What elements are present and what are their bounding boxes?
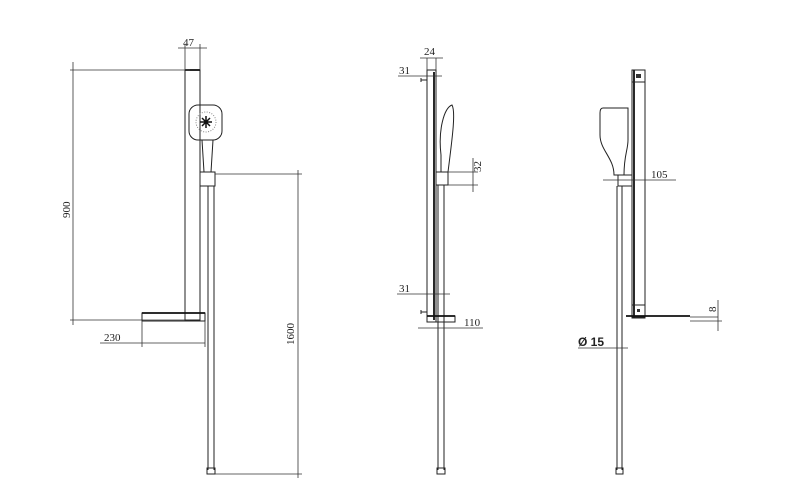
back-view: 105 8 Ø 15 xyxy=(578,69,722,475)
back-shower-head xyxy=(599,107,629,176)
side-view: 24 31 32 31 110 xyxy=(397,46,484,475)
dim-height: 900 xyxy=(61,201,73,218)
dim-holder: 32 xyxy=(472,161,484,172)
side-shower-head xyxy=(439,104,455,173)
dim-bottom-bracket: 31 xyxy=(399,283,410,295)
front-view: 47 900 1600 230 xyxy=(61,37,302,478)
side-holder xyxy=(435,171,449,186)
dim-hose-length: 1600 xyxy=(285,323,297,346)
back-holder xyxy=(617,174,633,187)
dim-hose-diameter: Ø 15 xyxy=(578,335,604,349)
dim-shelf-thickness: 8 xyxy=(707,306,719,312)
hand-shower-head xyxy=(188,104,223,141)
dim-shelf-width: 230 xyxy=(104,332,121,344)
dim-top-bracket: 31 xyxy=(399,65,410,77)
dim-shelf-depth: 110 xyxy=(464,317,481,329)
front-holder xyxy=(199,171,216,187)
dim-bar-width: 47 xyxy=(183,37,195,49)
dim-holder-projection: 105 xyxy=(651,169,668,181)
dim-bar-depth: 24 xyxy=(424,46,436,58)
